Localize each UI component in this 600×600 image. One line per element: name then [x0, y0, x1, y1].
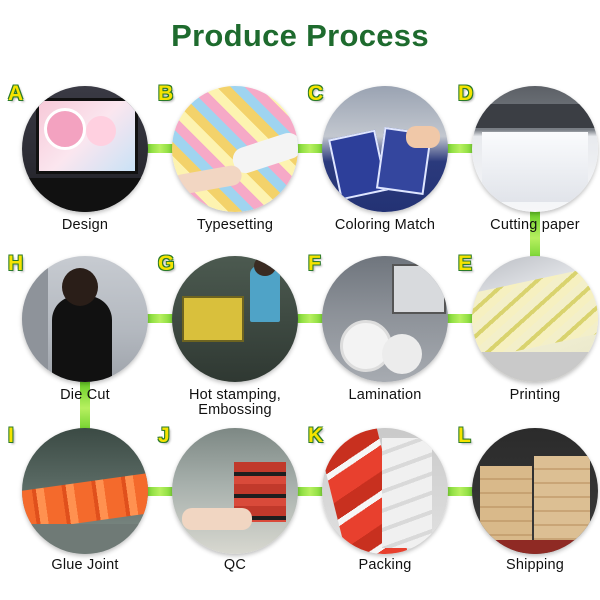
- cutting-paper-photo: [472, 86, 598, 212]
- typesetting-photo: [172, 86, 298, 212]
- step-letter: C: [308, 82, 323, 106]
- step-letter: E: [458, 252, 472, 276]
- step-label: Packing: [300, 558, 470, 573]
- step-label: Glue Joint: [0, 558, 170, 573]
- step-letter: I: [8, 424, 14, 448]
- step-label: Printing: [450, 388, 600, 403]
- step-letter: L: [458, 424, 471, 448]
- step-label: Shipping: [450, 558, 600, 573]
- die-cut-photo: [22, 256, 148, 382]
- step-label: Typesetting: [150, 218, 320, 233]
- coloring-match-photo: [322, 86, 448, 212]
- step-label: Cutting paper: [450, 218, 600, 233]
- step-label: QC: [150, 558, 320, 573]
- step-letter: A: [8, 82, 23, 106]
- step-label: Lamination: [300, 388, 470, 403]
- glue-joint-photo: [22, 428, 148, 554]
- step-letter: D: [458, 82, 473, 106]
- packing-photo: [322, 428, 448, 554]
- step-label: Die Cut: [0, 388, 170, 403]
- step-letter: B: [158, 82, 173, 106]
- step-label-line2: Embossing: [150, 403, 320, 418]
- step-letter: F: [308, 252, 321, 276]
- step-letter: J: [158, 424, 170, 448]
- shipping-photo: [472, 428, 598, 554]
- qc-photo: [172, 428, 298, 554]
- design-photo: [22, 86, 148, 212]
- printing-photo: [472, 256, 598, 382]
- lamination-photo: [322, 256, 448, 382]
- step-label: Design: [0, 218, 170, 233]
- step-letter: K: [308, 424, 323, 448]
- step-label: Coloring Match: [300, 218, 470, 233]
- step-label: Hot stamping,: [150, 388, 320, 403]
- step-letter: G: [158, 252, 174, 276]
- hot-stamping-photo: [172, 256, 298, 382]
- step-letter: H: [8, 252, 23, 276]
